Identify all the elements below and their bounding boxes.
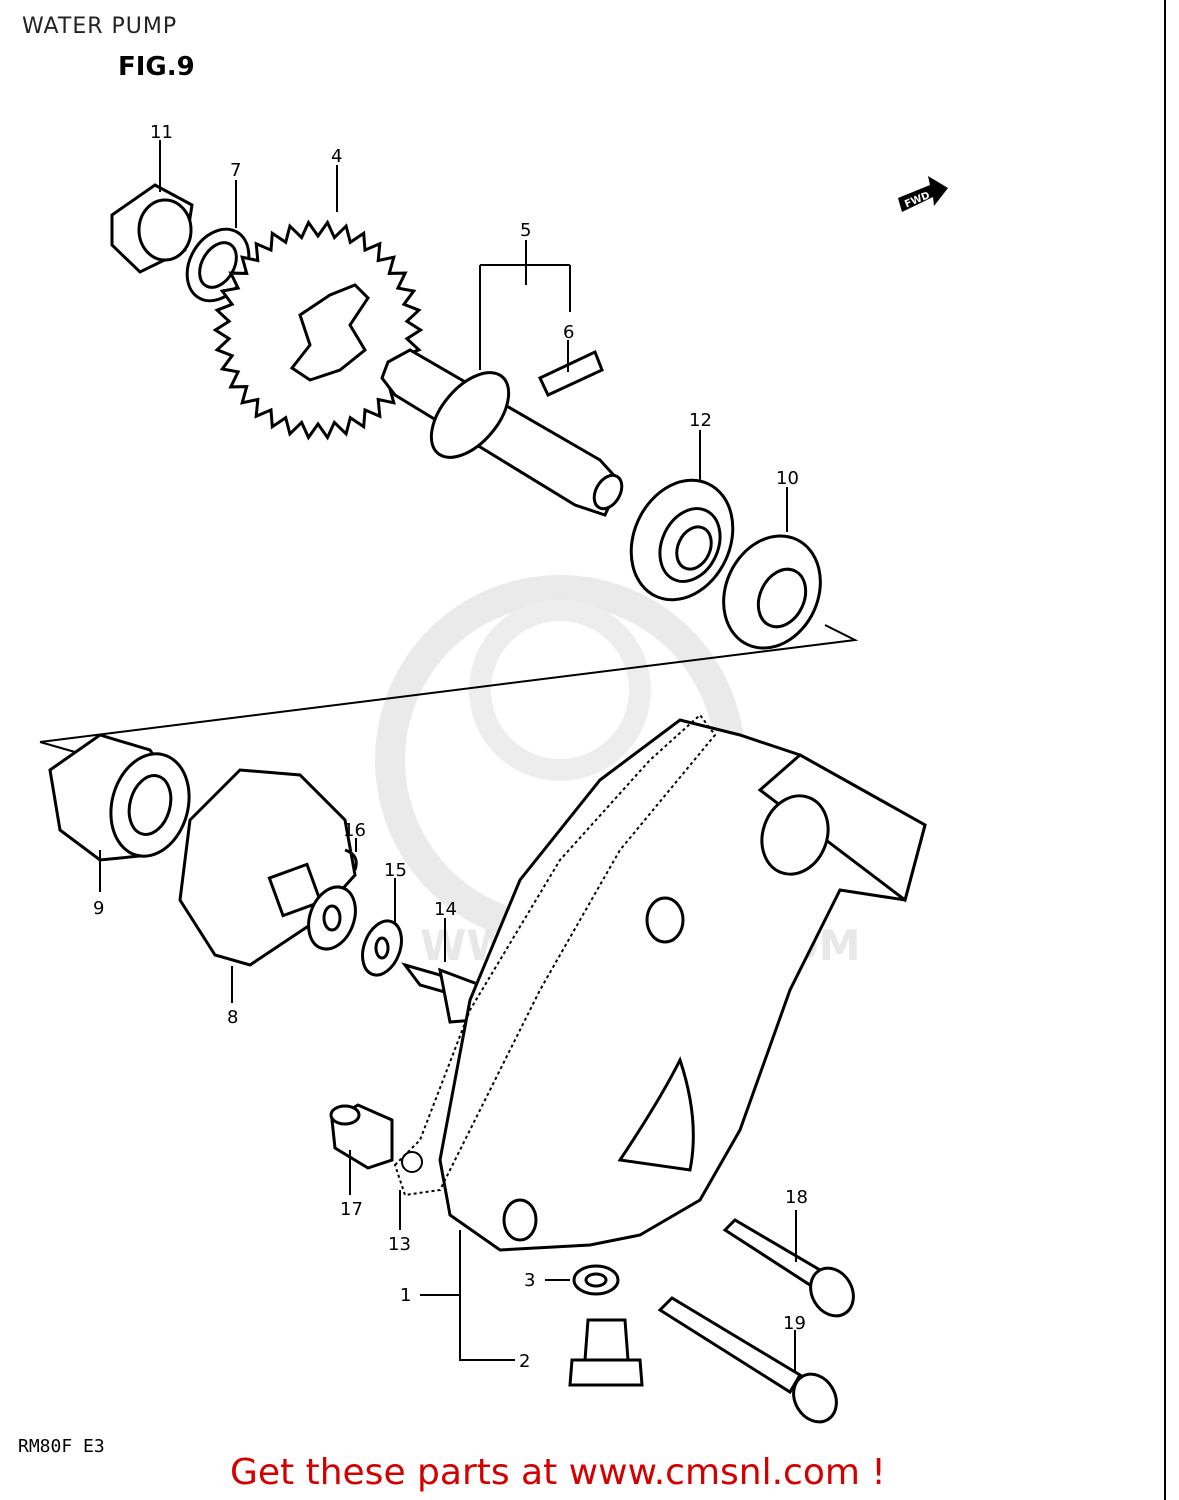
part-16-clip [344,848,358,871]
page-title: WATER PUMP [22,14,178,39]
part-7-washer [185,227,251,303]
part-6-pin [538,349,604,397]
part-15-washer [307,885,403,977]
part-4-gear [212,219,424,441]
model-code: RM80F E3 [18,1436,105,1457]
callout-4: 4 [331,146,342,167]
callout-labels: 11 7 4 5 6 12 10 9 16 15 14 8 17 13 1 3 … [93,122,808,1372]
callout-13: 13 [388,1234,411,1255]
callout-17: 17 [340,1199,363,1220]
page-border [1164,0,1166,1500]
part-13-gasket [393,713,717,1197]
part-19-screw [657,1296,838,1424]
part-17-dowel [329,1103,394,1170]
callout-3: 3 [524,1270,535,1291]
callout-11: 11 [150,122,173,143]
assembly-divider-line [39,624,859,753]
part-11-bushing [110,183,194,274]
figure-label: FIG.9 [118,52,195,82]
fwd-arrow-icon: FWD [898,176,948,212]
part-10-oil-seal [722,534,822,650]
callout-16: 16 [343,820,366,841]
callout-6: 6 [563,322,574,343]
part-5-shaft [380,348,624,517]
part-9-mechanical-seal [48,733,191,862]
callout-10: 10 [776,468,799,489]
part-2-drain-bolt [568,1318,644,1387]
callout-14: 14 [434,899,457,920]
callout-18: 18 [785,1187,808,1208]
callout-5: 5 [520,220,531,241]
leader-lines [99,140,797,1372]
callout-7: 7 [230,160,241,181]
part-14-bolt [401,962,482,1024]
part-12-bearing [629,478,735,602]
part-1-pump-cover [438,718,927,1252]
callout-2: 2 [519,1351,530,1372]
callout-8: 8 [227,1007,238,1028]
callout-19: 19 [783,1313,806,1334]
callout-12: 12 [689,410,712,431]
callout-15: 15 [384,860,407,881]
callout-9: 9 [93,898,104,919]
callout-1: 1 [400,1285,411,1306]
part-3-washer [572,1264,620,1296]
part-18-screw [722,1218,855,1318]
footer-link[interactable]: Get these parts at www.cmsnl.com ! [230,1452,886,1493]
